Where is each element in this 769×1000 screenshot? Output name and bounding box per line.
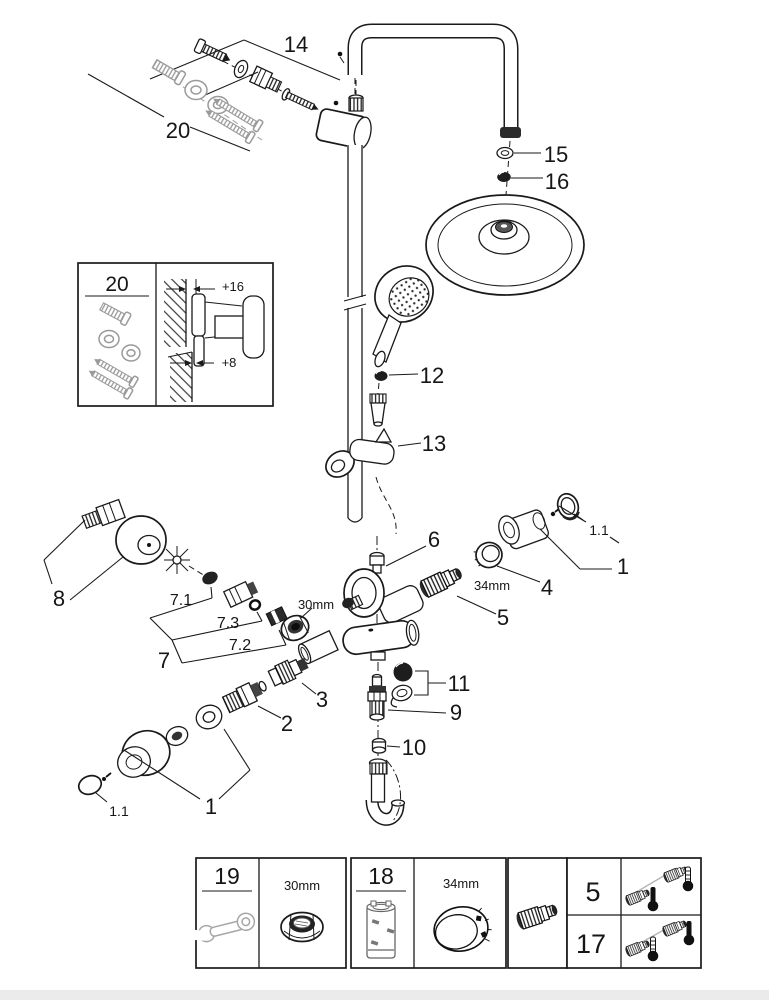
callout-3: 3	[316, 687, 328, 712]
part-3-group: 3	[267, 629, 339, 712]
callout-10: 10	[402, 735, 426, 760]
ring-34mm-icon	[433, 906, 492, 952]
callout-11: 11	[448, 671, 471, 696]
bracket-1-right	[539, 505, 620, 570]
part-1-left-group: 1 1.1	[77, 704, 251, 819]
hand-shower	[372, 265, 434, 368]
part-7-group: 30mm 7.1 7.3 7.2 7	[149, 546, 334, 673]
table-dim-30mm: 30mm	[284, 878, 320, 893]
dim-34mm: 34mm	[474, 578, 510, 593]
callout-12: 12	[420, 363, 444, 388]
variant-icons-row-5	[623, 863, 694, 912]
wall-section	[164, 279, 265, 402]
arm-seal-washer	[496, 146, 514, 160]
leader-12	[388, 373, 419, 376]
callout-20: 20	[166, 118, 190, 143]
callout-7: 7	[158, 648, 170, 673]
callout-9: 9	[450, 700, 462, 725]
callout-7-3: 7.3	[217, 615, 239, 632]
part-2-cartridge: 2	[221, 680, 293, 736]
inset-label: 20	[105, 273, 128, 296]
part-6-plug	[369, 551, 385, 574]
table-label-5: 5	[585, 877, 600, 907]
part-14-fixings	[149, 38, 341, 111]
hose-cone-nut	[369, 382, 387, 427]
part-9-diverter: 9	[367, 673, 462, 725]
part-7-2	[265, 606, 288, 627]
shower-holder	[325, 427, 395, 478]
table-label-18: 18	[368, 863, 394, 889]
table-label-19: 19	[214, 863, 240, 889]
leader-4	[496, 565, 541, 583]
cap-ring-right	[556, 492, 580, 521]
callout-15: 15	[544, 142, 568, 167]
callout-1-left: 1	[205, 794, 217, 819]
callout-13: 13	[422, 431, 446, 456]
part-5-check-valve	[417, 563, 466, 600]
callout-1-1-left: 1.1	[109, 803, 129, 819]
footer-strip	[0, 990, 769, 1000]
inset-offset-bottom: +8	[222, 355, 237, 370]
callout-1-right: 1	[617, 554, 629, 579]
table-label-17: 17	[576, 929, 606, 959]
callout-16: 16	[545, 169, 569, 194]
wall-union	[315, 51, 372, 150]
table-dim-34mm: 34mm	[443, 876, 479, 891]
thermostat-body	[342, 568, 424, 661]
callout-1-1-right: 1.1	[589, 522, 609, 538]
callout-7-2: 7.2	[229, 637, 251, 654]
part-20-fixing-set	[87, 58, 264, 152]
callout-14: 14	[284, 32, 308, 57]
part-10-nut: 10	[371, 735, 426, 760]
leader-6	[385, 545, 427, 567]
washer-7-1	[202, 571, 218, 585]
shower-arm	[347, 23, 521, 138]
hand-shower-washer	[374, 370, 388, 381]
mounting-tool-icon	[366, 900, 396, 959]
leader-5	[456, 595, 497, 615]
union-nut-30mm	[280, 614, 310, 642]
callout-6: 6	[428, 527, 440, 552]
spare-parts-table: 19 30mm 18	[193, 857, 702, 969]
variant-icons-row-17	[623, 917, 695, 962]
part-7-3	[222, 580, 259, 609]
mounting-detail-inset: 20	[77, 262, 274, 407]
inset-offset-top: +16	[222, 279, 244, 294]
leader-13	[397, 442, 422, 447]
adjust-star	[164, 546, 190, 574]
callout-7-1: 7.1	[170, 592, 192, 609]
o-ring-7-3	[248, 599, 262, 611]
callout-5: 5	[497, 605, 509, 630]
part-11-group: 11	[390, 662, 471, 708]
callout-8: 8	[53, 586, 65, 611]
slide-rail	[343, 145, 367, 523]
wrench-icon	[193, 912, 256, 943]
part-8-handle	[43, 498, 167, 601]
escutcheon-cup-right	[498, 509, 549, 550]
cap-1-1-left	[77, 772, 112, 796]
part-4-ring-nut	[473, 541, 503, 569]
arm-filter-washer	[497, 171, 511, 182]
shower-hose	[365, 758, 406, 826]
hose-route	[375, 476, 397, 535]
callout-4: 4	[541, 575, 553, 600]
rain-shower-head	[425, 194, 585, 296]
callout-2: 2	[281, 711, 293, 736]
dim-30mm: 30mm	[298, 597, 334, 612]
nut-30mm-icon	[280, 911, 324, 943]
